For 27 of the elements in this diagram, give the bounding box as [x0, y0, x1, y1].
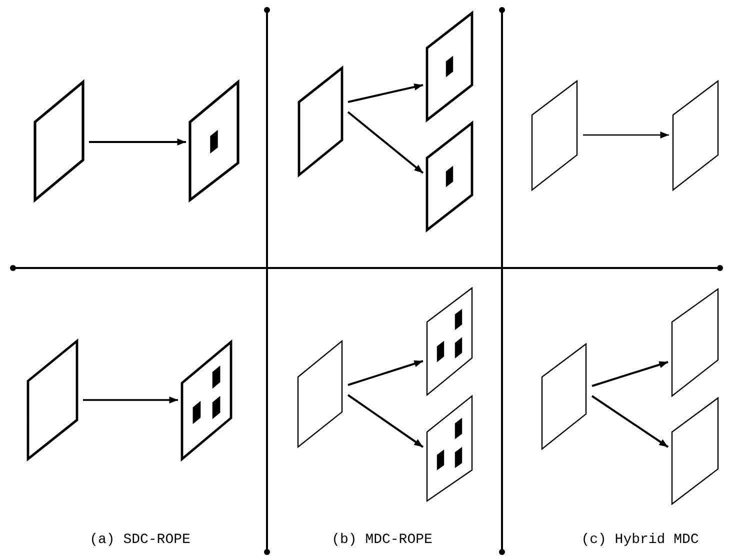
image-frame — [297, 340, 343, 448]
image-frame — [671, 396, 719, 506]
arrow — [591, 395, 669, 448]
image-frame — [426, 10, 474, 122]
image-frame — [180, 339, 232, 462]
image-frame — [188, 79, 240, 203]
panel-caption: (a) SDC-ROPE — [90, 532, 190, 548]
image-frame — [426, 120, 474, 232]
image-frame — [671, 288, 719, 398]
arrow — [347, 111, 424, 174]
arrow — [583, 132, 669, 138]
image-frame — [26, 338, 78, 462]
arrow — [348, 360, 424, 386]
arrow — [348, 84, 424, 103]
panel-caption: (b) MDC-ROPE — [332, 532, 432, 548]
image-frame — [672, 80, 719, 192]
image-frame — [531, 80, 578, 192]
image-frame — [34, 79, 84, 203]
image-frame — [426, 286, 473, 396]
image-frame — [541, 342, 587, 450]
arrow — [83, 396, 178, 404]
arrow — [347, 394, 424, 448]
image-frame — [298, 66, 344, 178]
arrow — [89, 138, 186, 146]
panel-caption: (c) Hybrid MDC — [581, 532, 699, 548]
image-frame — [426, 394, 473, 502]
arrow — [592, 361, 668, 387]
